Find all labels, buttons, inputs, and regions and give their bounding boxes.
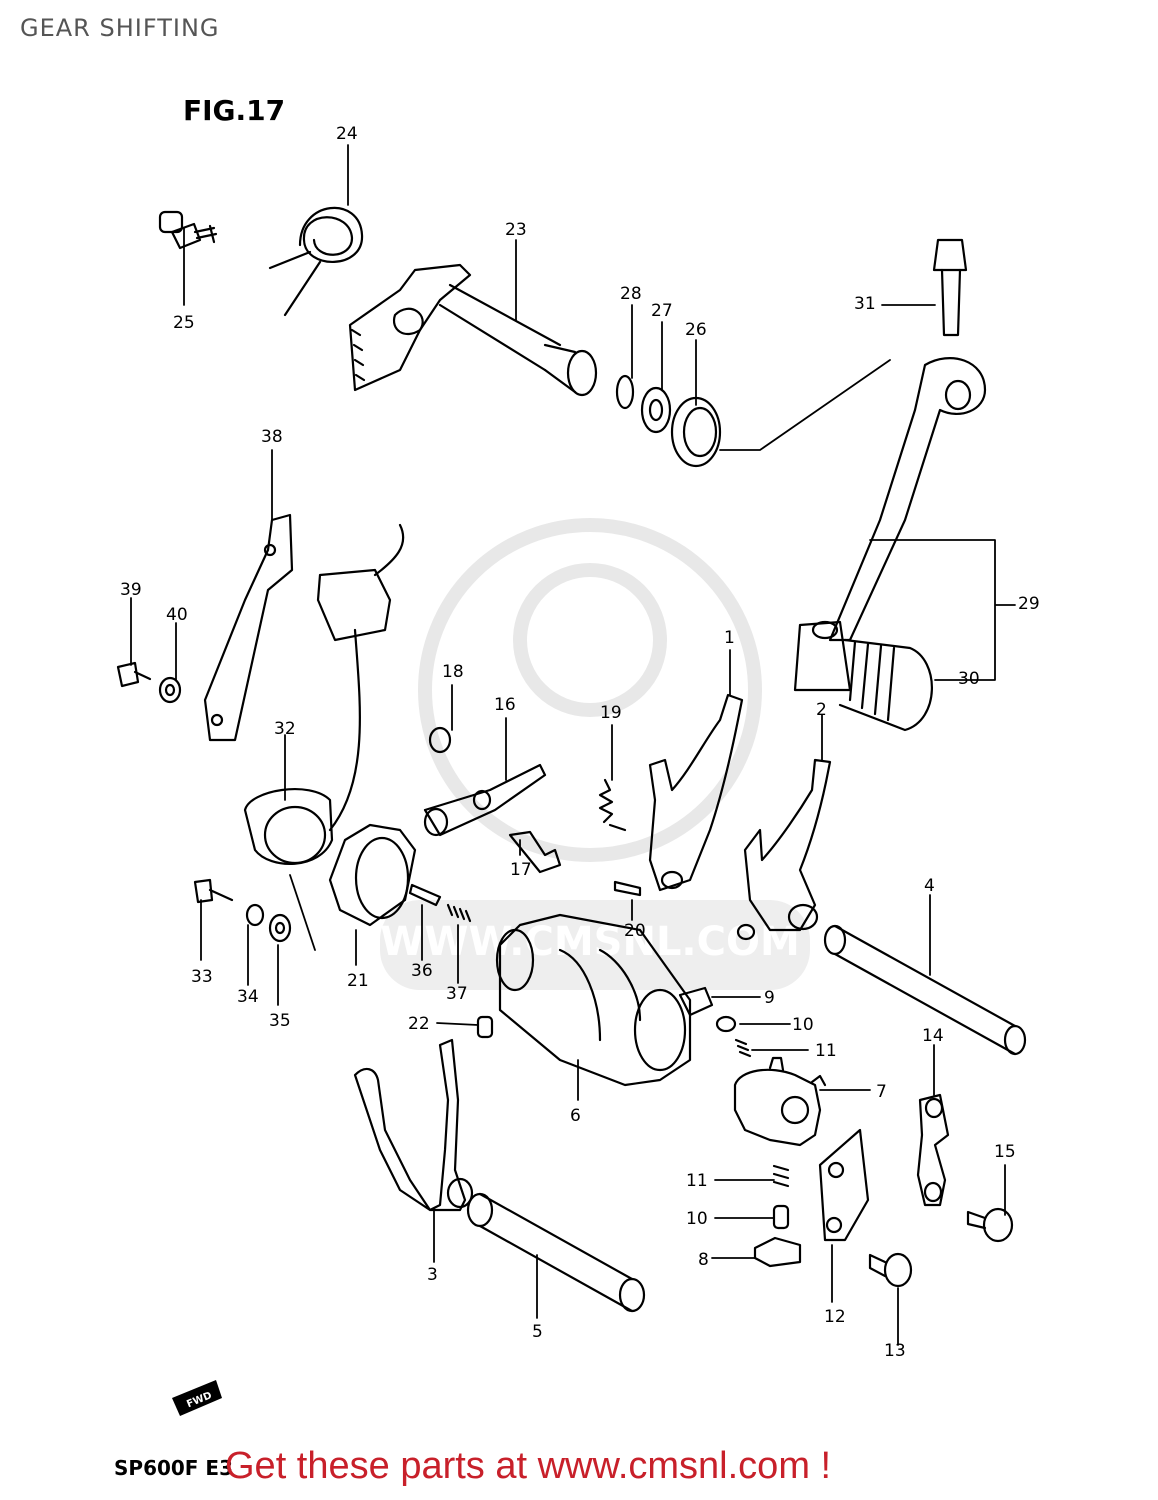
callout-18: 18 [442, 662, 464, 682]
callout-10b: 10 [686, 1209, 708, 1229]
pin-10-lower [772, 1204, 790, 1230]
washer-35 [268, 913, 292, 943]
plate-38 [203, 513, 294, 742]
pin-22 [476, 1015, 494, 1039]
stopper-8 [753, 1236, 802, 1268]
callout-32: 32 [274, 719, 296, 739]
gearshift-shaft-23 [348, 263, 598, 397]
callout-27: 27 [651, 301, 673, 321]
washer-34 [245, 903, 265, 927]
callout-13: 13 [884, 1341, 906, 1361]
shift-fork-3 [353, 1038, 474, 1212]
watermark-text: WWW.CMSNL.COM [380, 919, 800, 965]
circlip-28 [615, 374, 635, 410]
get-parts-link[interactable]: Get these parts at www.cmsnl.com ! [225, 1445, 832, 1487]
cam-gear-7 [733, 1056, 827, 1147]
washer-40 [158, 676, 182, 704]
spring-19 [598, 778, 627, 832]
callout-1: 1 [724, 628, 735, 648]
callout-35: 35 [269, 1011, 291, 1031]
callout-22: 22 [408, 1014, 430, 1034]
leader-lines [130, 144, 1016, 1346]
plate-12 [818, 1128, 870, 1242]
bolt-25 [158, 210, 218, 250]
watermark-logo [380, 518, 810, 990]
callout-16: 16 [494, 695, 516, 715]
callout-37: 37 [446, 984, 468, 1004]
stopper-9 [678, 986, 714, 1017]
callout-14: 14 [922, 1026, 944, 1046]
gearshift-lever-29 [828, 357, 987, 642]
callout-39: 39 [120, 580, 142, 600]
figure-label: FIG.17 [183, 94, 286, 127]
callout-38: 38 [261, 427, 283, 447]
callout-26: 26 [685, 320, 707, 340]
callout-6: 6 [570, 1106, 581, 1126]
fork-shaft-4 [823, 924, 1027, 1056]
spring-11 [734, 1038, 752, 1058]
callout-36: 36 [411, 961, 433, 981]
shift-fork-1 [648, 693, 744, 892]
callout-25: 25 [173, 313, 195, 333]
bearing-26 [670, 396, 722, 468]
screw-15 [966, 1207, 1014, 1243]
gearshift-cam-6 [495, 913, 692, 1087]
spring-24 [268, 206, 364, 317]
spring-11-lower [772, 1164, 790, 1188]
callout-29: 29 [1018, 594, 1040, 614]
callout-12: 12 [824, 1307, 846, 1327]
neutral-switch-wire [316, 523, 405, 832]
cam-21 [328, 823, 417, 927]
callout-15: 15 [994, 1142, 1016, 1162]
callout-4: 4 [924, 876, 935, 896]
callout-17: 17 [510, 860, 532, 880]
callout-19: 19 [600, 703, 622, 723]
callout-24: 24 [336, 124, 358, 144]
screw-13 [868, 1252, 913, 1288]
plate-14 [916, 1093, 950, 1207]
shift-fork-2 [736, 758, 832, 941]
callout-34: 34 [237, 987, 259, 1007]
page-title: GEAR SHIFTING [20, 14, 220, 42]
callout-30: 30 [958, 669, 980, 689]
cam-guide-32 [243, 788, 334, 866]
callout-21: 21 [347, 971, 369, 991]
pin-36 [408, 883, 442, 907]
callout-11a: 11 [815, 1041, 837, 1061]
washer-27 [640, 386, 672, 434]
screw-39 [116, 661, 152, 688]
model-code: SP600F E3 [114, 1456, 234, 1480]
callout-20: 20 [624, 921, 646, 941]
spring-37 [446, 903, 472, 923]
callout-33: 33 [191, 967, 213, 987]
fwd-arrow-icon: FWD [172, 1380, 222, 1416]
rubber-30 [793, 620, 933, 732]
washer-18 [428, 726, 452, 754]
pin-20 [613, 880, 642, 897]
screw-33 [193, 878, 234, 904]
callout-23: 23 [505, 220, 527, 240]
callout-2: 2 [816, 700, 827, 720]
callout-9: 9 [764, 988, 775, 1008]
callout-3: 3 [427, 1265, 438, 1285]
bolt-31 [932, 238, 968, 337]
callout-31: 31 [854, 294, 876, 314]
callout-40: 40 [166, 605, 188, 625]
callout-28: 28 [620, 284, 642, 304]
callout-7: 7 [876, 1082, 887, 1102]
bolt-17 [508, 830, 562, 874]
plate-16 [423, 763, 547, 837]
fork-shaft-5 [466, 1192, 646, 1313]
pin-10 [715, 1015, 737, 1033]
callout-11b: 11 [686, 1171, 708, 1191]
callout-10a: 10 [792, 1015, 814, 1035]
callout-5: 5 [532, 1322, 543, 1342]
callout-8: 8 [698, 1250, 709, 1270]
